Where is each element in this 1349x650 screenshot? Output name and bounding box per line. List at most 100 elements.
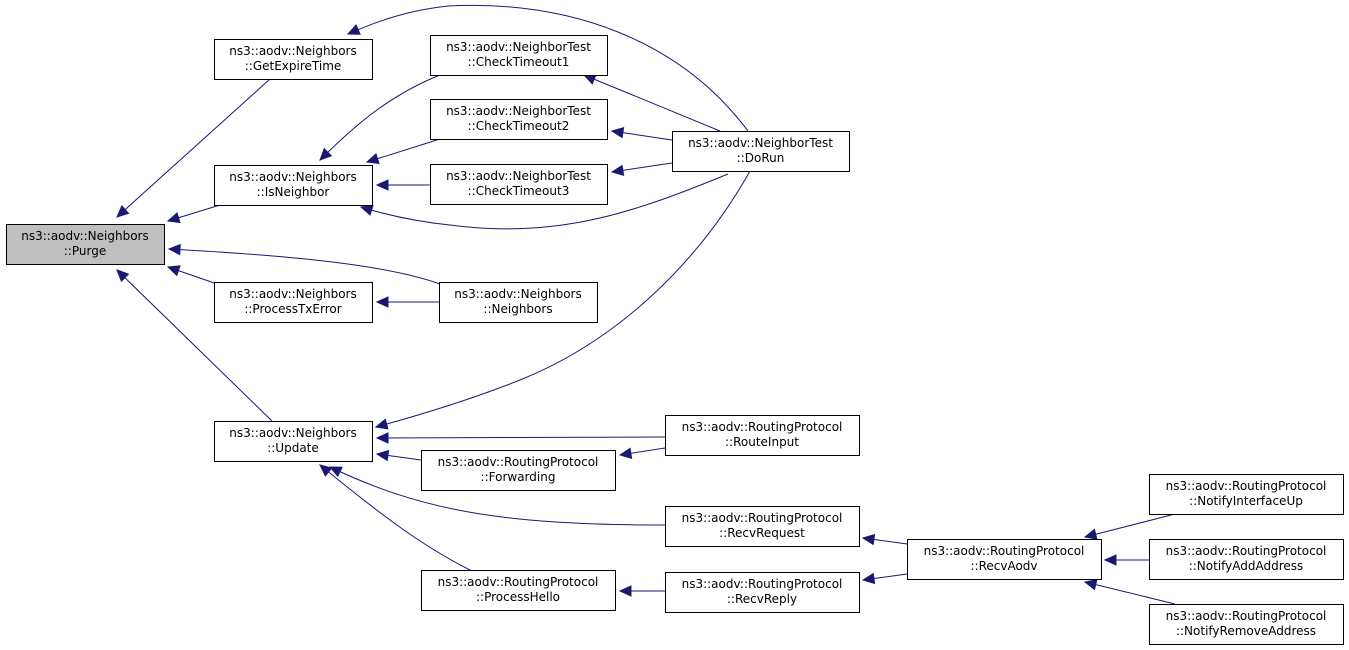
edge-neighbors-to-purge <box>167 243 441 285</box>
edge-neighbors-to-processtxerror <box>375 296 439 308</box>
edge-arrowhead <box>167 243 181 256</box>
node-getexpiretime[interactable]: ns3::aodv::Neighbors::GetExpireTime <box>214 39 373 80</box>
edge-arrowhead <box>1083 528 1098 540</box>
node-checktimeout3[interactable]: ns3::aodv::NeighborTest::CheckTimeout3 <box>430 164 608 205</box>
node-notifyinterfaceup[interactable]: ns3::aodv::RoutingProtocol::NotifyInterf… <box>1149 474 1344 515</box>
edge-checktimeout3-to-isneighbor <box>375 179 430 191</box>
node-label-line1: ns3::aodv::Neighbors <box>229 287 356 301</box>
node-box <box>421 570 616 611</box>
edge-arrowhead <box>375 179 389 191</box>
node-box <box>214 421 373 462</box>
edge-arrowhead <box>1083 579 1098 591</box>
node-checktimeout1[interactable]: ns3::aodv::NeighborTest::CheckTimeout1 <box>430 35 608 76</box>
edge-notifyinterfaceup-to-recvaodv <box>1083 513 1176 540</box>
node-recvreply[interactable]: ns3::aodv::RoutingProtocol::RecvReply <box>665 572 860 613</box>
edge-dorun-to-getexpiretime <box>346 4 749 132</box>
node-label-line1: ns3::aodv::NeighborTest <box>688 136 833 150</box>
edge-forwarding-to-update <box>375 449 422 462</box>
edge-line <box>360 173 729 230</box>
edge-arrowhead <box>861 572 876 585</box>
node-label-line2: ::ProcessTxError <box>244 302 341 316</box>
edge-dorun-to-isneighbor <box>359 173 729 230</box>
node-dorun[interactable]: ns3::aodv::NeighborTest::DoRun <box>672 131 850 172</box>
edge-processhello-to-update <box>319 464 471 571</box>
node-checktimeout2[interactable]: ns3::aodv::NeighborTest::CheckTimeout2 <box>430 99 608 140</box>
node-label-line1: ns3::aodv::RoutingProtocol <box>438 455 599 469</box>
node-notifyremoveaddress[interactable]: ns3::aodv::RoutingProtocol::NotifyRemove… <box>1149 604 1344 645</box>
node-label-line2: ::GetExpireTime <box>245 59 342 73</box>
node-label-line2: ::RecvRequest <box>719 526 805 540</box>
node-box <box>1149 539 1344 580</box>
edge-arrowhead <box>166 212 181 224</box>
node-box <box>430 35 608 76</box>
edge-line <box>375 170 751 428</box>
node-recvrequest[interactable]: ns3::aodv::RoutingProtocol::RecvRequest <box>665 506 860 547</box>
node-label-line1: ns3::aodv::RoutingProtocol <box>682 511 843 525</box>
node-layer: ns3::aodv::Neighbors::Purgens3::aodv::Ne… <box>6 35 1344 645</box>
edge-recvaodv-to-recvreply <box>861 572 908 585</box>
node-notifyaddaddress[interactable]: ns3::aodv::RoutingProtocol::NotifyAddAdd… <box>1149 539 1344 580</box>
edge-notifyaddaddress-to-recvaodv <box>1103 554 1149 566</box>
edge-line <box>319 74 441 161</box>
node-label-line1: ns3::aodv::Neighbors <box>229 426 356 440</box>
edge-arrowhead <box>319 464 333 477</box>
node-processtxerror[interactable]: ns3::aodv::Neighbors::ProcessTxError <box>214 282 373 323</box>
edge-line <box>116 269 273 422</box>
edge-checktimeout1-to-isneighbor <box>319 74 441 161</box>
node-label-line1: ns3::aodv::Neighbors <box>229 170 356 184</box>
edge-line <box>583 74 721 132</box>
edge-arrowhead <box>346 24 361 35</box>
edge-arrowhead <box>375 449 390 462</box>
node-label-line1: ns3::aodv::Neighbors <box>21 229 148 243</box>
edge-arrowhead <box>618 447 633 459</box>
node-routeinput[interactable]: ns3::aodv::RoutingProtocol::RouteInput <box>665 415 860 456</box>
node-label-line1: ns3::aodv::RoutingProtocol <box>682 577 843 591</box>
node-box <box>665 415 860 456</box>
node-label-line1: ns3::aodv::RoutingProtocol <box>682 420 843 434</box>
edge-arrowhead <box>116 269 130 283</box>
edge-arrowhead <box>375 296 389 308</box>
node-neighbors[interactable]: ns3::aodv::Neighbors::Neighbors <box>439 282 598 323</box>
edge-line <box>329 466 666 526</box>
node-label-line1: ns3::aodv::RoutingProtocol <box>924 544 1085 558</box>
node-label-line2: ::IsNeighbor <box>257 185 330 199</box>
edge-isneighbor-to-purge <box>166 204 221 224</box>
edge-routeinput-to-update <box>375 432 666 444</box>
node-box <box>672 131 850 172</box>
edge-update-to-purge <box>116 269 273 422</box>
node-update[interactable]: ns3::aodv::Neighbors::Update <box>214 421 373 462</box>
node-box <box>421 450 616 491</box>
node-processhello[interactable]: ns3::aodv::RoutingProtocol::ProcessHello <box>421 570 616 611</box>
node-recvaodv[interactable]: ns3::aodv::RoutingProtocol::RecvAodv <box>907 539 1102 580</box>
edge-arrowhead <box>359 204 374 216</box>
edge-arrowhead <box>861 533 876 546</box>
node-label-line2: ::Purge <box>64 244 106 258</box>
edge-arrowhead <box>319 147 333 161</box>
node-label-line1: ns3::aodv::NeighborTest <box>446 40 591 54</box>
node-forwarding[interactable]: ns3::aodv::RoutingProtocol::Forwarding <box>421 450 616 491</box>
edge-layer <box>116 4 1176 605</box>
node-label-line2: ::Update <box>267 441 319 455</box>
edge-recvrequest-to-update <box>328 466 666 526</box>
node-box <box>665 572 860 613</box>
node-box <box>439 282 598 323</box>
edge-dorun-to-update <box>374 170 751 430</box>
node-isneighbor[interactable]: ns3::aodv::Neighbors::IsNeighbor <box>214 165 373 206</box>
node-label-line1: ns3::aodv::Neighbors <box>229 44 356 58</box>
node-label-line1: ns3::aodv::RoutingProtocol <box>1166 609 1327 623</box>
edge-recvaodv-to-recvrequest <box>861 533 908 546</box>
node-label-line2: ::Neighbors <box>483 302 552 316</box>
edge-notifyremoveaddress-to-recvaodv <box>1083 579 1176 605</box>
edge-line <box>1084 513 1176 538</box>
node-label-line2: ::CheckTimeout1 <box>468 55 570 69</box>
node-box <box>665 506 860 547</box>
edge-processtxerror-to-purge <box>166 265 221 286</box>
node-box <box>214 282 373 323</box>
node-label-line1: ns3::aodv::RoutingProtocol <box>438 575 599 589</box>
edge-routeinput-to-forwarding <box>618 447 666 459</box>
node-label-line2: ::CheckTimeout3 <box>468 184 570 198</box>
edge-recvreply-to-processhello <box>618 585 665 597</box>
node-label-line1: ns3::aodv::Neighbors <box>454 287 581 301</box>
node-box <box>6 224 165 265</box>
